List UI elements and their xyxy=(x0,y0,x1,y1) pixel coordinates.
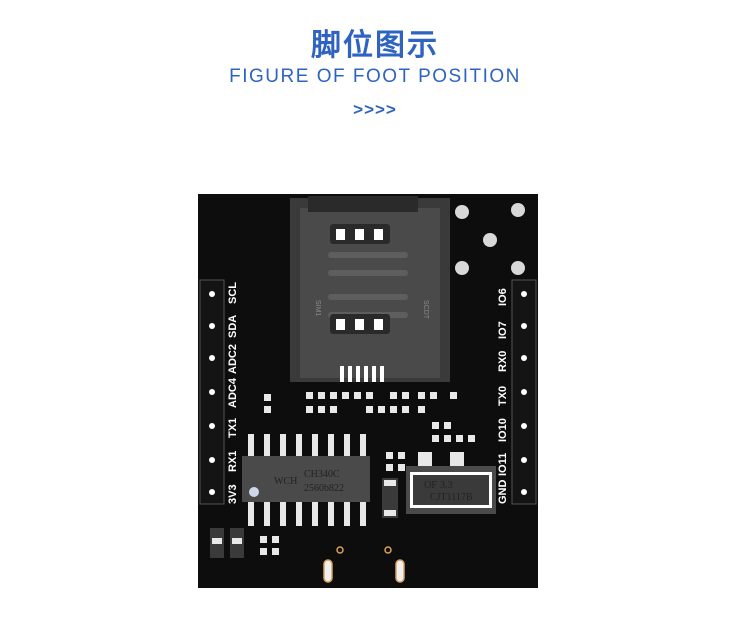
pin-label-3v3: 3V3 xyxy=(227,484,239,504)
page-subtitle: FIGURE OF FOOT POSITION xyxy=(229,66,521,87)
pin-label-io10: IO10 xyxy=(497,418,509,442)
pin-label-rx1: RX1 xyxy=(227,451,239,472)
sim-label-right: SCDT xyxy=(422,300,429,320)
regulator-code: OF xyxy=(424,480,437,491)
smd-components xyxy=(260,392,475,555)
sim-label-left: SIM1 xyxy=(314,300,321,316)
chip-code: 2560b822 xyxy=(304,483,344,494)
sim-card-holder: SIM1 SCDT xyxy=(290,196,450,382)
pin-label-io6: IO6 xyxy=(497,288,509,306)
smd-diodes xyxy=(210,528,244,558)
pin-label-rx0: RX0 xyxy=(497,351,509,372)
pin-label-adc4: ADC4 xyxy=(227,377,239,408)
pin-label-sda: SDA xyxy=(227,315,239,338)
pin-label-tx1: TX1 xyxy=(227,418,239,438)
right-pin-header xyxy=(511,279,537,505)
ch340c-chip: WCH CH340C 2560b822 xyxy=(242,434,370,526)
test-points xyxy=(455,203,525,275)
pin-label-io7: IO7 xyxy=(497,321,509,339)
pin-label-scl: SCL xyxy=(227,282,239,304)
smd-capacitor xyxy=(382,478,398,518)
pin-label-io11: IO11 xyxy=(497,453,509,476)
page-title: 脚位图示 xyxy=(311,28,439,63)
gold-pads xyxy=(323,546,405,583)
left-pin-header xyxy=(199,279,225,505)
pcb-board: SIM1 SCDT SCL SDA ADC2 ADC4 TX1 RX1 3V3 xyxy=(198,194,538,588)
regulator-voltage: 3.3 xyxy=(440,480,453,491)
decorative-arrows: >>>> xyxy=(353,100,397,119)
chip-model: CH340C xyxy=(304,469,340,480)
regulator-chip: 3.3 OF CJT1117B xyxy=(406,452,496,514)
chip-brand: WCH xyxy=(274,476,297,487)
pin-label-tx0: TX0 xyxy=(497,386,509,406)
pin-label-adc2: ADC2 xyxy=(227,344,239,374)
regulator-model: CJT1117B xyxy=(430,492,473,503)
pin-label-gnd: GND xyxy=(497,480,509,505)
